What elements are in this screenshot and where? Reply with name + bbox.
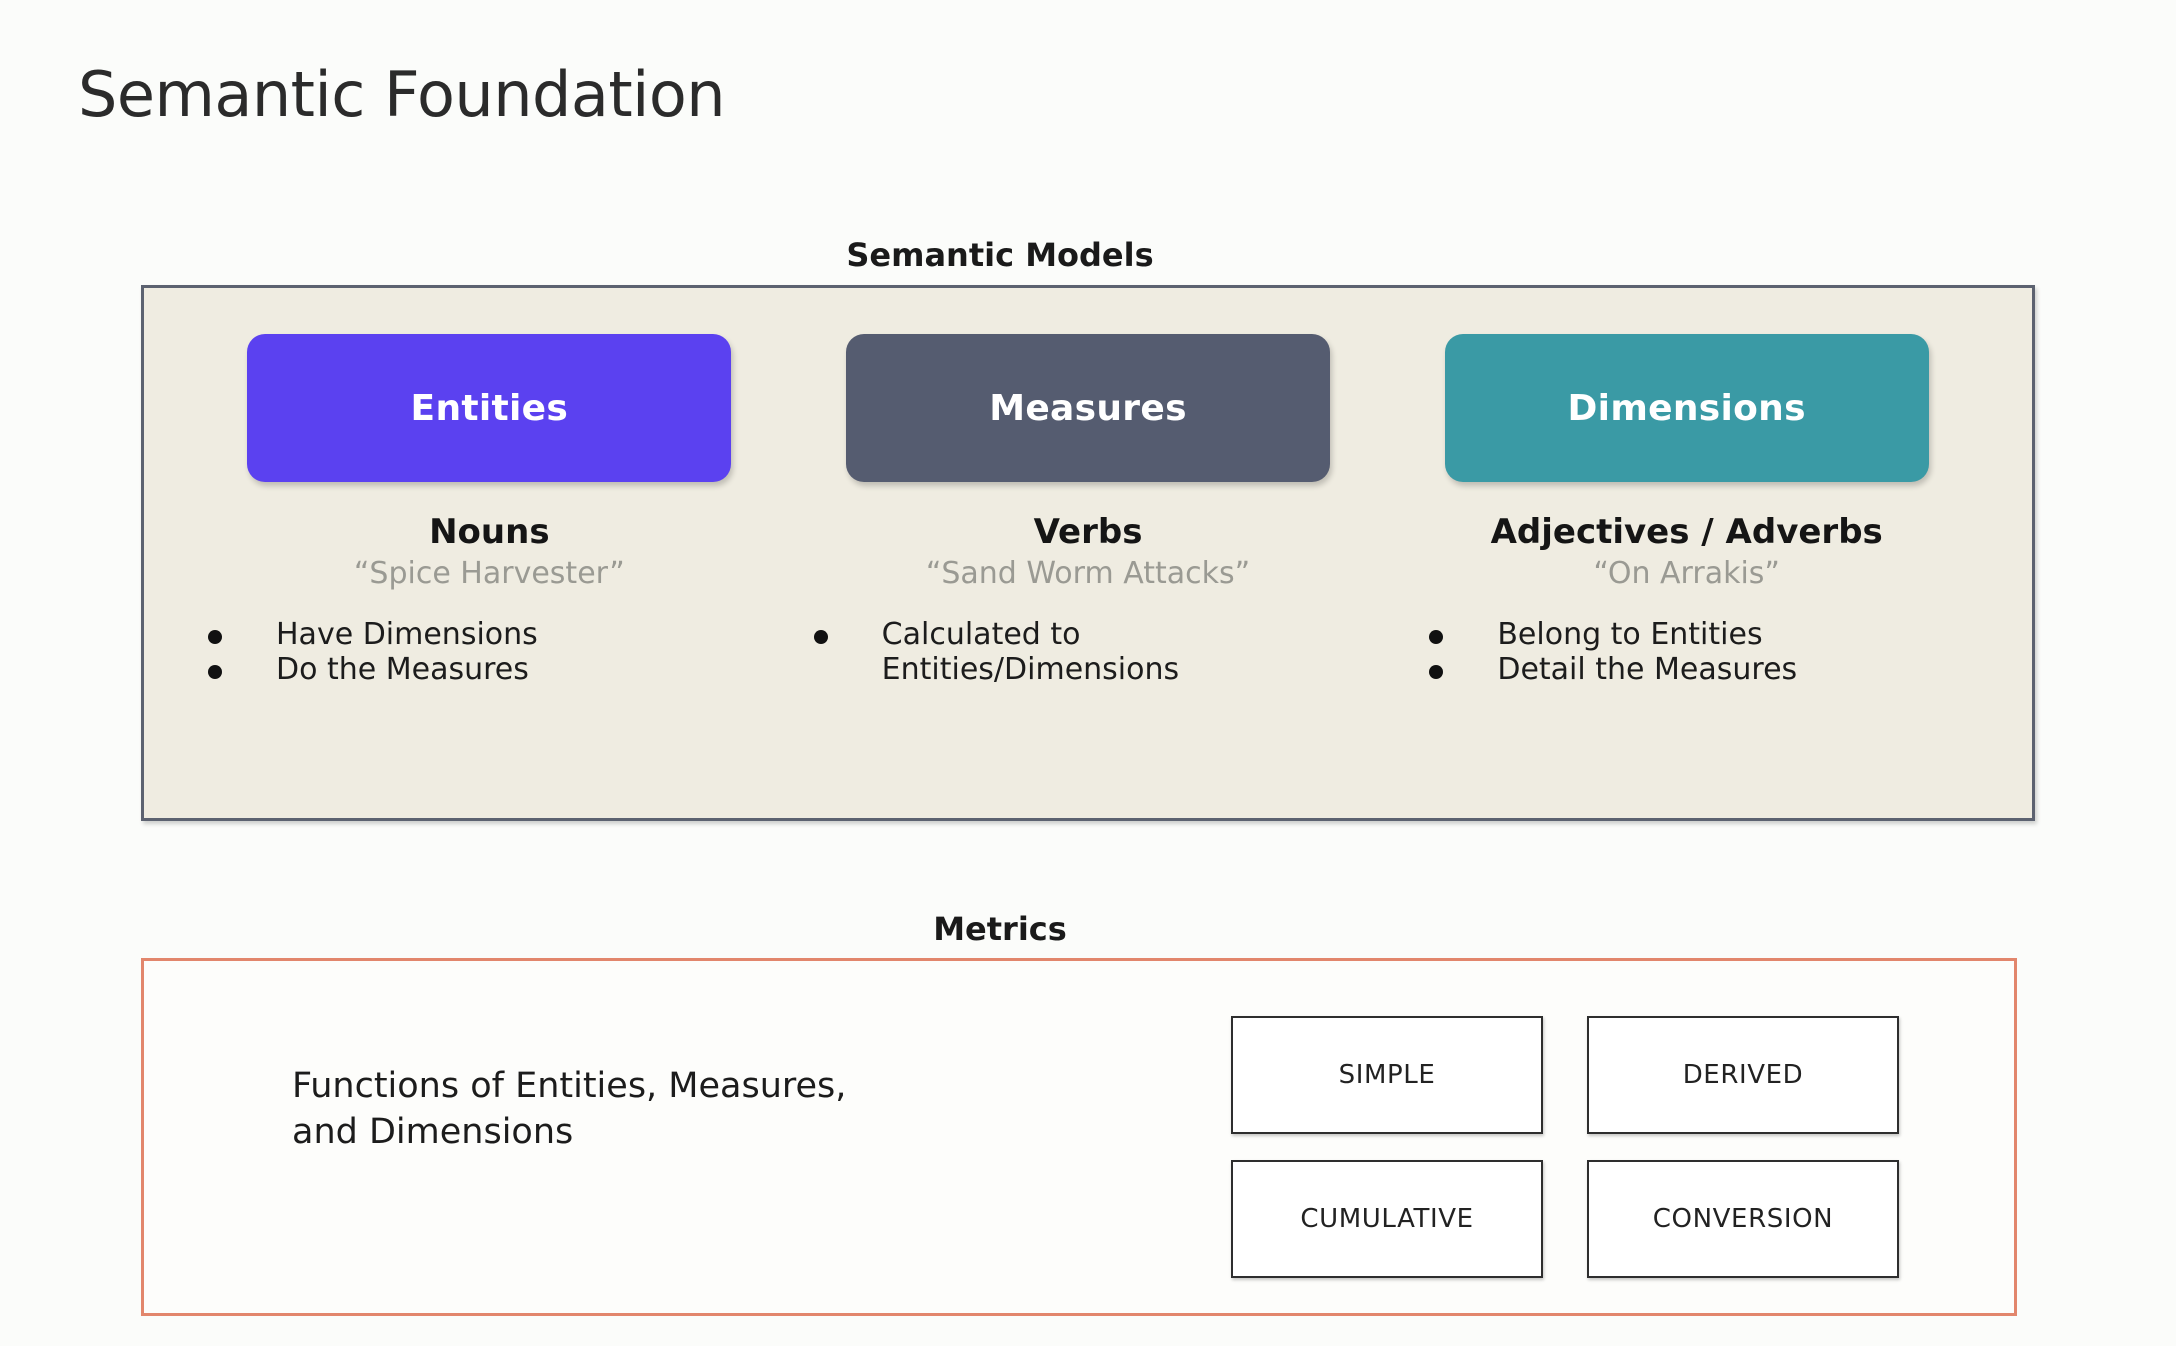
metric-type-cumulative-label: CUMULATIVE	[1300, 1204, 1474, 1234]
entities-pill[interactable]: Entities	[247, 334, 732, 482]
semantic-column-dimensions: Dimensions Adjectives / Adverbs “On Arra…	[1387, 334, 1986, 818]
list-item: Detail the Measures	[1429, 652, 2028, 687]
list-item: Belong to Entities	[1429, 617, 2028, 652]
list-item: Do the Measures	[208, 652, 807, 687]
dimensions-pill[interactable]: Dimensions	[1444, 334, 1929, 482]
metric-type-derived-label: DERIVED	[1682, 1060, 1804, 1090]
dimensions-bullet-list: Belong to Entities Detail the Measures	[1345, 617, 2028, 688]
entities-pill-label: Entities	[410, 387, 569, 429]
bullet-dot-icon	[1429, 630, 1444, 644]
measures-bullet-0: Calculated to Entities/Dimensions	[881, 617, 1180, 688]
measures-pill[interactable]: Measures	[846, 334, 1330, 482]
measures-example: “Sand Worm Attacks”	[925, 556, 1251, 591]
page-title: Semantic Foundation	[78, 58, 726, 131]
semantic-column-measures: Measures Verbs “Sand Worm Attacks” Calcu…	[789, 334, 1388, 818]
bullet-dot-icon	[208, 665, 222, 680]
list-item: Calculated to Entities/Dimensions	[813, 617, 1413, 688]
metric-type-simple[interactable]: SIMPLE	[1231, 1016, 1543, 1134]
metrics-heading: Metrics	[933, 910, 1067, 948]
list-item: Have Dimensions	[208, 617, 807, 652]
metric-type-conversion[interactable]: CONVERSION	[1587, 1160, 1899, 1278]
metric-type-conversion-label: CONVERSION	[1652, 1204, 1834, 1234]
semantic-column-entities: Entities Nouns “Spice Harvester” Have Di…	[190, 334, 789, 818]
dimensions-example: “On Arrakis”	[1593, 556, 1780, 591]
entities-bullet-0: Have Dimensions	[276, 617, 538, 652]
metric-type-cumulative[interactable]: CUMULATIVE	[1231, 1160, 1543, 1278]
dimensions-bullet-1: Detail the Measures	[1497, 652, 1798, 688]
bullet-dot-icon	[208, 630, 222, 644]
metrics-description: Functions of Entities, Measures, and Dim…	[292, 1063, 846, 1155]
measures-pill-label: Measures	[989, 387, 1187, 429]
entities-bullet-list: Have Dimensions Do the Measures	[172, 617, 807, 688]
metric-type-grid: SIMPLE DERIVED CUMULATIVE CONVERSION	[1231, 1016, 1899, 1278]
bullet-dot-icon	[813, 630, 828, 644]
metrics-description-line-2: and Dimensions	[292, 1112, 574, 1153]
bullet-dot-icon	[1429, 665, 1444, 680]
metric-type-derived[interactable]: DERIVED	[1587, 1016, 1899, 1134]
metric-type-simple-label: SIMPLE	[1338, 1060, 1436, 1090]
entities-part-of-speech: Nouns	[429, 512, 550, 552]
semantic-models-columns: Entities Nouns “Spice Harvester” Have Di…	[144, 288, 2032, 818]
dimensions-bullet-0: Belong to Entities	[1497, 617, 1763, 652]
dimensions-part-of-speech: Adjectives / Adverbs	[1490, 512, 1883, 552]
metrics-panel: Functions of Entities, Measures, and Dim…	[141, 958, 2017, 1316]
measures-bullet-list: Calculated to Entities/Dimensions	[764, 617, 1413, 688]
metrics-panel-inner: Functions of Entities, Measures, and Dim…	[144, 961, 2014, 1313]
entities-bullet-1: Do the Measures	[276, 652, 529, 688]
measures-part-of-speech: Verbs	[1033, 512, 1143, 552]
dimensions-pill-label: Dimensions	[1567, 387, 1806, 429]
metrics-description-line-1: Functions of Entities, Measures,	[292, 1066, 847, 1106]
semantic-models-panel: Entities Nouns “Spice Harvester” Have Di…	[141, 285, 2035, 821]
entities-example: “Spice Harvester”	[353, 556, 625, 591]
semantic-models-heading: Semantic Models	[846, 236, 1154, 274]
